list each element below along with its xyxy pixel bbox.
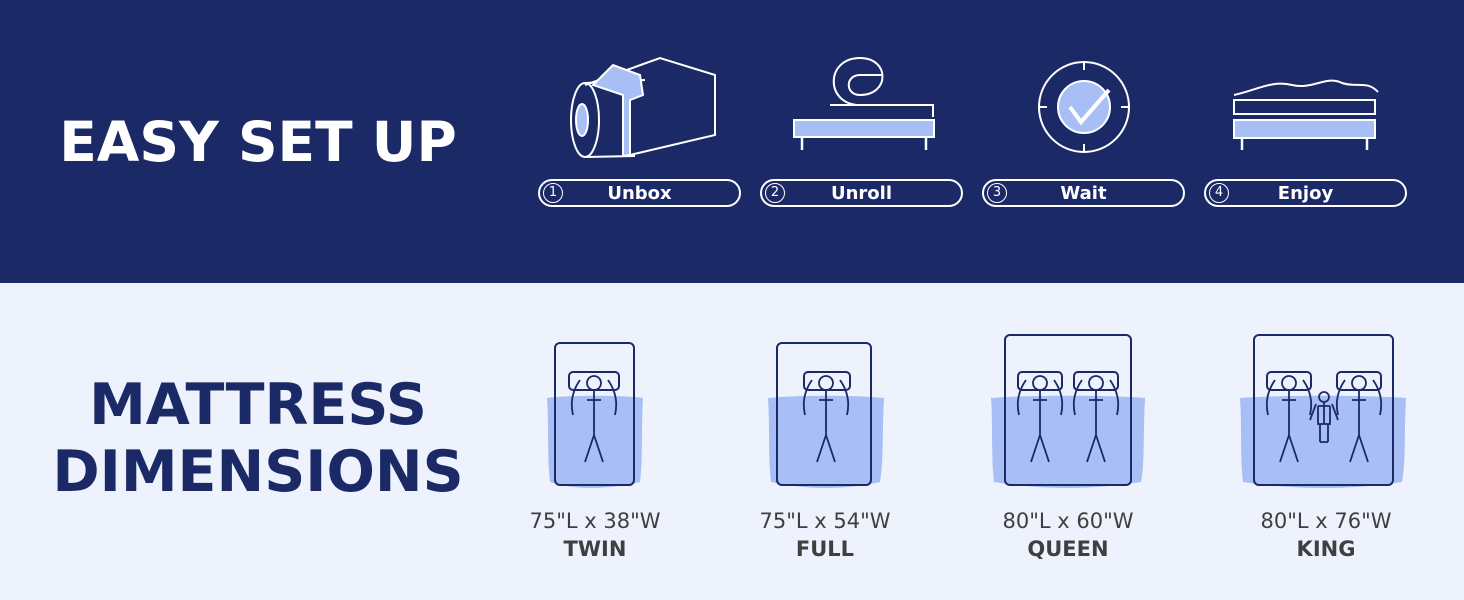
full-bed-icon [768,342,884,488]
king-name: KING [1296,537,1356,561]
step-number: 4 [1209,183,1229,203]
step-number: 3 [987,183,1007,203]
step-enjoy: 4 Enjoy [1204,179,1407,207]
queen-name: QUEEN [1027,537,1109,561]
unroll-mattress-icon [793,56,935,150]
step-unroll: 2 Unroll [760,179,963,207]
full-measure: 75"L x 54"W [759,509,891,533]
step-label: Unroll [830,183,892,204]
step-unbox: 1 Unbox [538,179,741,207]
dimensions-title-line2: DIMENSIONS [52,439,464,505]
setup-title: EASY SET UP [59,110,457,174]
step-label: Wait [1060,183,1107,204]
queen-measure: 80"L x 60"W [1002,509,1134,533]
step-wait: 3 Wait [982,179,1185,207]
setup-banner [0,0,1464,283]
step-number: 2 [765,183,785,203]
queen-bed-icon [991,334,1145,488]
dimensions-section [0,283,1464,600]
bed-sleeper-icon [1233,79,1379,150]
clock-check-icon [1038,61,1130,153]
dimensions-title-line1: MATTRESS [89,372,427,438]
twin-measure: 75"L x 38"W [529,509,661,533]
full-name: FULL [795,537,855,561]
step-label: Enjoy [1277,183,1334,204]
step-number: 1 [543,183,563,203]
king-bed-icon [1240,334,1406,488]
dimensions-title: MATTRESS DIMENSIONS [0,372,516,506]
step-label: Unbox [607,183,672,204]
king-measure: 80"L x 76"W [1260,509,1392,533]
twin-bed-icon [547,342,643,488]
mattress-box-icon [570,56,716,158]
twin-name: TWIN [563,537,627,561]
